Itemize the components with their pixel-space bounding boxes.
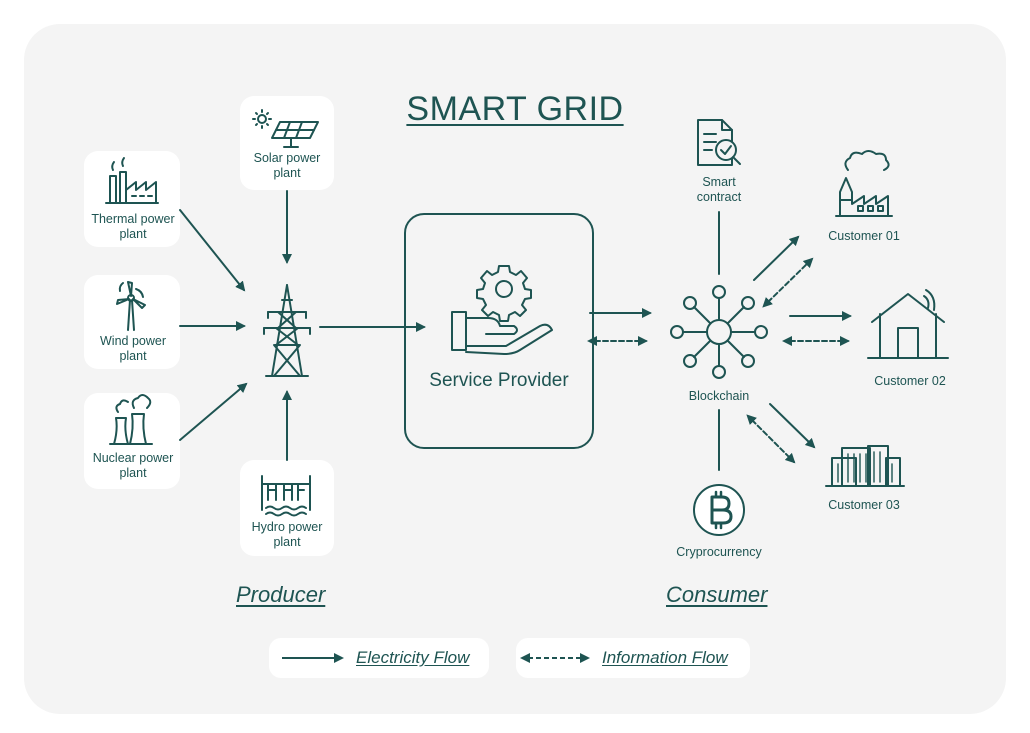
bitcoin-icon: [693, 484, 745, 536]
thermal-card: [84, 151, 180, 247]
solar-panel-icon: [252, 109, 319, 148]
cooling-tower-icon: [109, 394, 153, 445]
contract-document-icon: [697, 119, 741, 166]
consumer-heading: Consumer: [666, 582, 768, 607]
hydro-label: Hydro power plant: [251, 520, 323, 549]
solar-card: [240, 96, 334, 190]
factory-icon: [105, 157, 159, 204]
nuclear-card: [84, 393, 180, 489]
diagram-title: SMART GRID: [406, 90, 624, 128]
customer-01-label: Customer 01: [828, 229, 900, 243]
solar-label: Solar power plant: [253, 151, 321, 180]
nuclear-label: Nuclear power plant: [92, 451, 174, 480]
customer-02-label: Customer 02: [874, 374, 946, 388]
blockchain-network-icon: [670, 285, 768, 379]
hydro-card: [240, 460, 334, 556]
blockchain-label: Blockchain: [688, 389, 750, 403]
producer-heading: Producer: [236, 582, 326, 607]
cryptocurrency-label: Cryprocurrency: [676, 545, 762, 559]
transmission-tower-icon: [263, 284, 311, 377]
smart-contract-label: Smart contract: [696, 175, 742, 204]
gear-hand-icon: [451, 265, 553, 355]
dam-icon: [261, 475, 311, 517]
customer-03-label: Customer 03: [828, 498, 900, 512]
smart-house-icon: [867, 289, 949, 359]
legend-information-label: Information Flow: [602, 648, 728, 667]
electricity-flow-arrows: [179, 190, 852, 461]
service-provider-label: Service Provider: [429, 370, 569, 391]
information-flow-arrows: [587, 257, 850, 464]
wind-turbine-icon: [116, 281, 146, 331]
thermal-label: Thermal power plant: [91, 212, 175, 241]
wind-label: Wind power plant: [100, 334, 166, 363]
service-provider-box: [404, 213, 594, 449]
industrial-customer-icon: [835, 150, 893, 217]
legend-electricity-label: Electricity Flow: [356, 648, 470, 667]
office-building-icon: [825, 445, 905, 487]
